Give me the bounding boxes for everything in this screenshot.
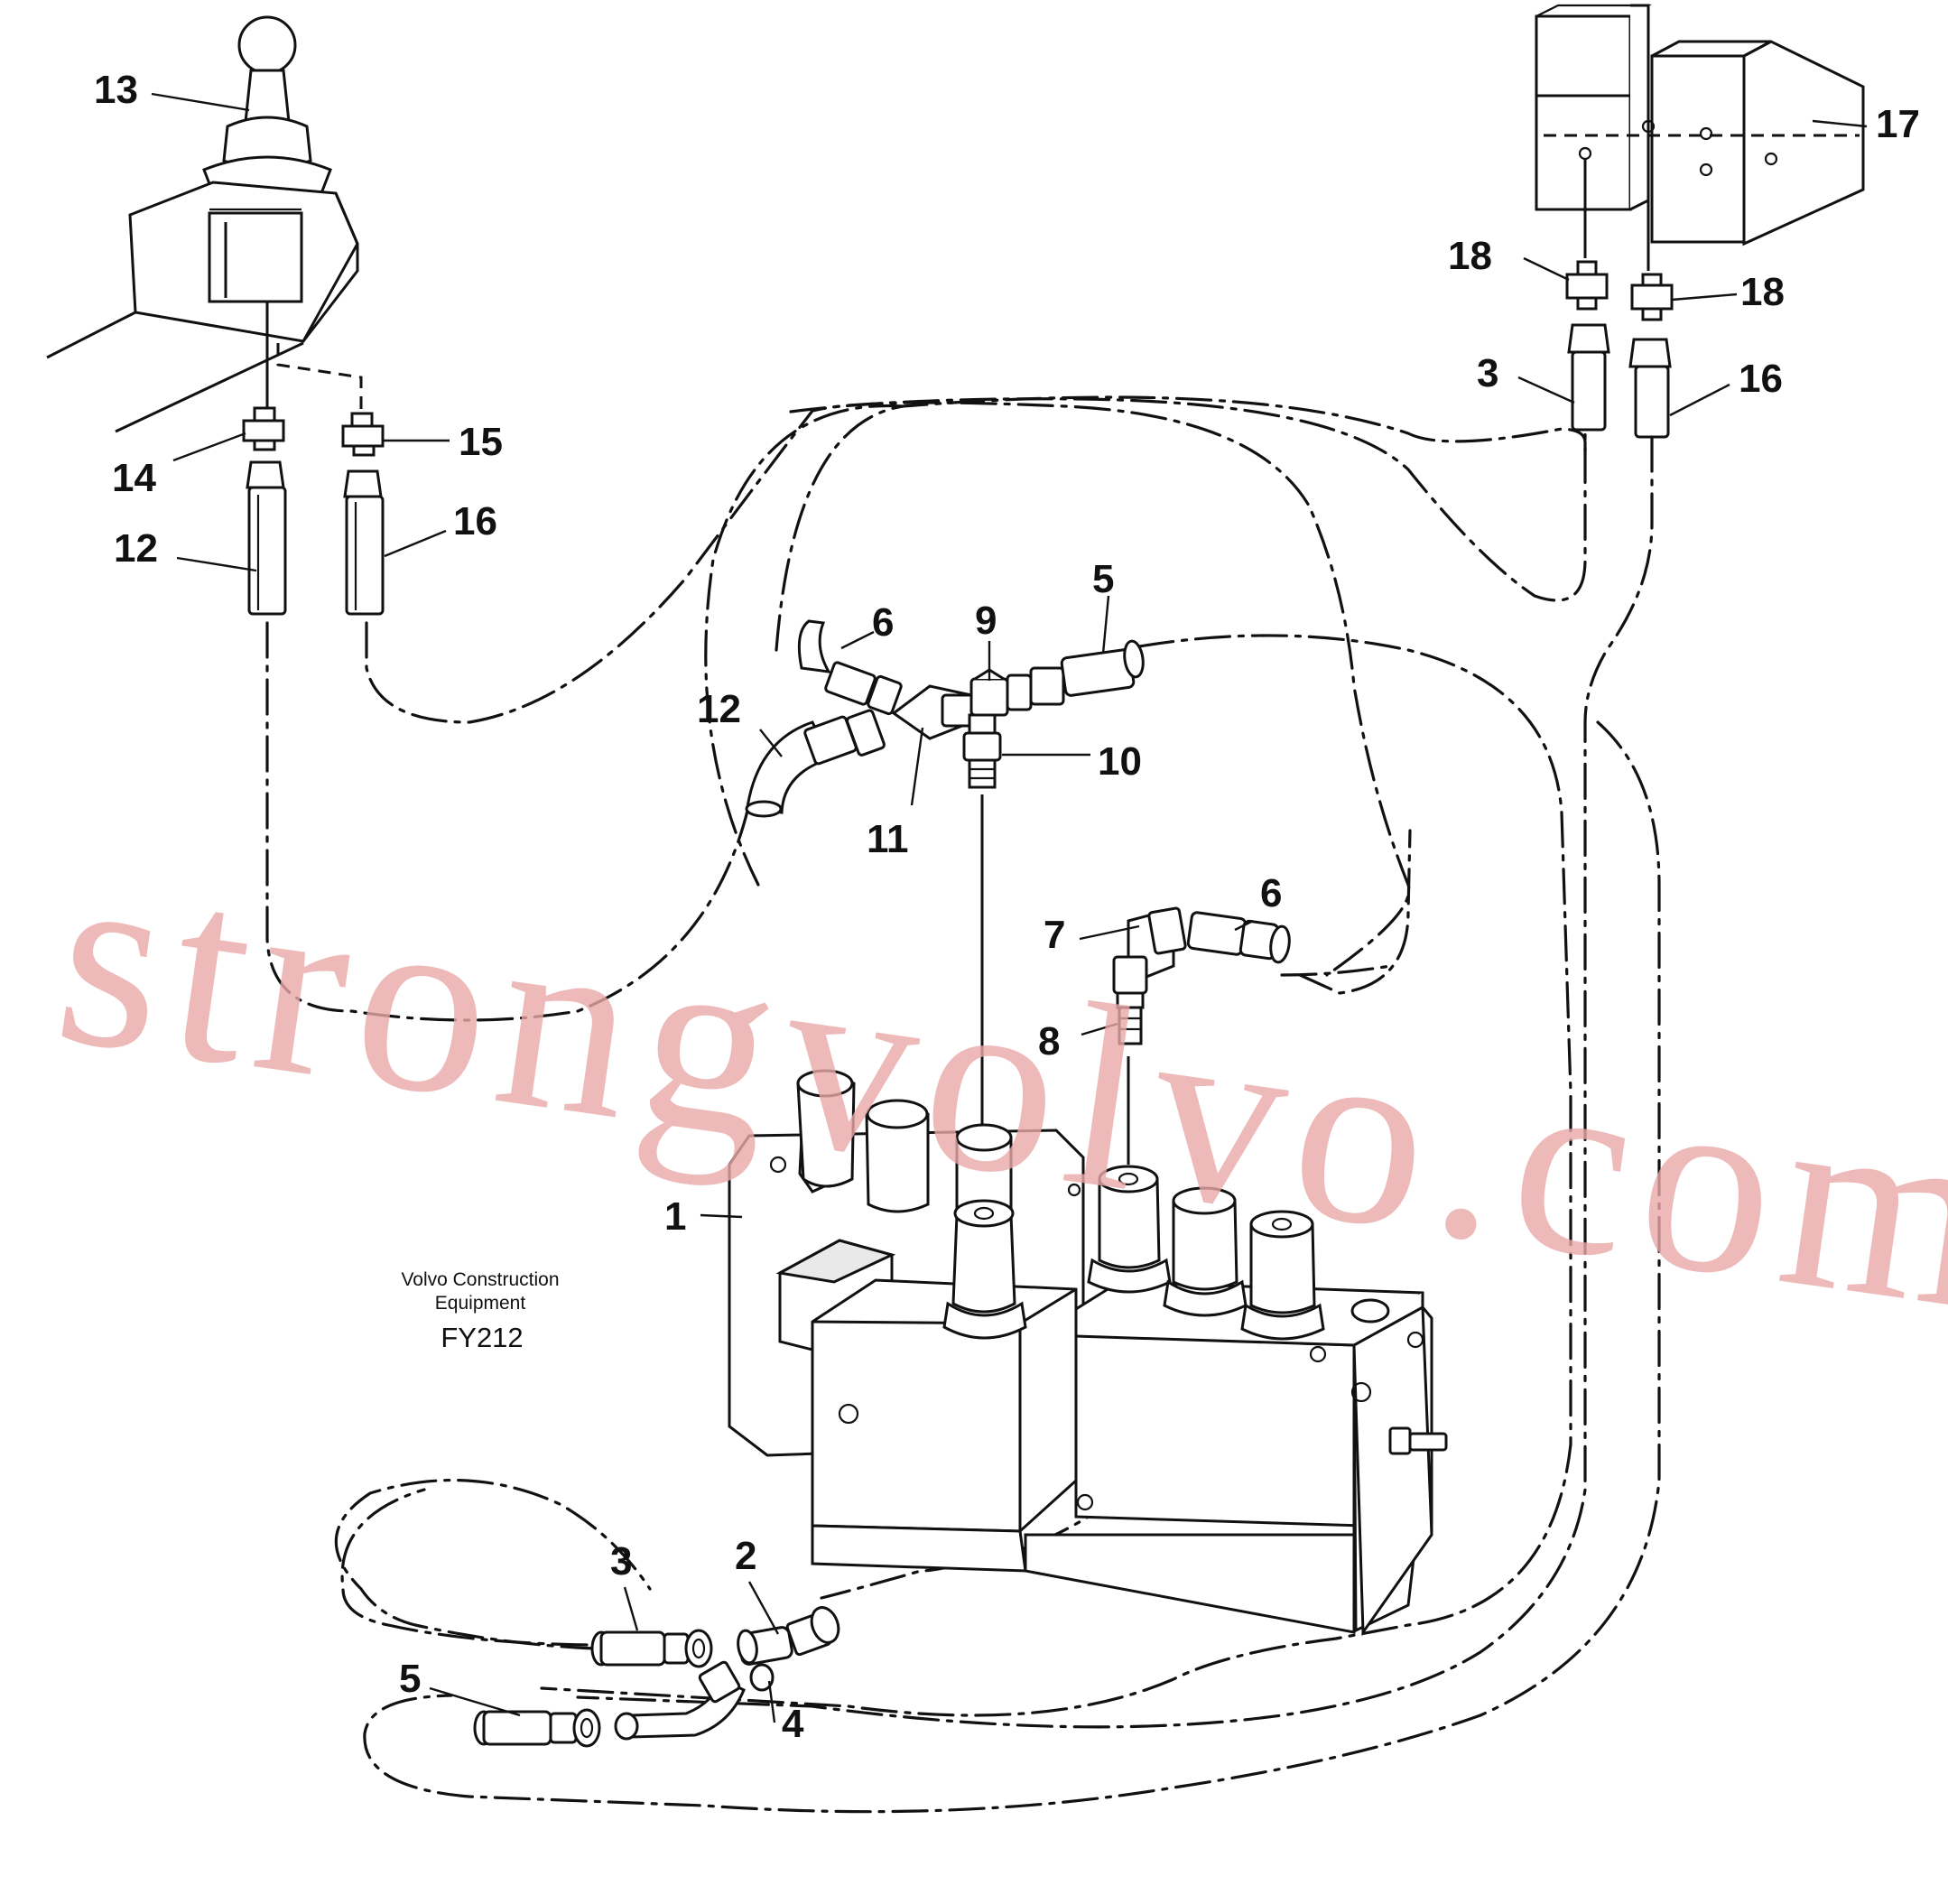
- callout-18-right: 18: [1740, 270, 1785, 314]
- fitting-18-right: [1630, 273, 1674, 321]
- callout-3-bottom: 3: [610, 1539, 632, 1584]
- callout-13: 13: [94, 68, 138, 112]
- callout-14: 14: [112, 456, 156, 500]
- callout-4: 4: [782, 1702, 804, 1746]
- callout-11: 11: [867, 817, 909, 861]
- hose-16-top: [1628, 338, 1672, 439]
- caption-line-1: Volvo Construction: [401, 1269, 559, 1290]
- callout-5-bottom: 5: [399, 1657, 421, 1701]
- elbow-7-fitting-8: [1112, 906, 1291, 1045]
- hose-16-left: [343, 469, 385, 616]
- callout-12: 12: [114, 526, 158, 571]
- fitting-18-left: [1565, 260, 1609, 311]
- callout-3-top: 3: [1477, 351, 1498, 395]
- callout-numbers: 13 14 15 16 12 17 18 18 3 16 5 6 9 12 10…: [94, 68, 1920, 1746]
- callout-8: 8: [1038, 1019, 1060, 1063]
- callout-17: 17: [1876, 102, 1920, 146]
- callout-7: 7: [1044, 913, 1065, 957]
- manufacturer-caption: Volvo Construction Equipment FY212: [401, 1269, 559, 1353]
- callout-10: 10: [1098, 739, 1142, 784]
- callout-15: 15: [459, 420, 503, 464]
- callout-6-top: 6: [872, 600, 894, 645]
- hose-12-left: [246, 460, 287, 616]
- callout-2: 2: [735, 1534, 756, 1578]
- callout-9: 9: [975, 599, 997, 643]
- joystick-control-lever: [46, 15, 363, 433]
- callout-5-top: 5: [1092, 557, 1114, 601]
- callout-16-top: 16: [1739, 357, 1783, 401]
- fitting-14: [242, 406, 285, 451]
- center-tee-assembly: [745, 619, 1145, 818]
- callout-16: 16: [453, 499, 497, 543]
- callout-12-center: 12: [697, 687, 741, 731]
- callout-18-left: 18: [1448, 234, 1492, 278]
- diagram-code: FY212: [441, 1322, 523, 1353]
- pressure-switch-bracket: [1535, 4, 1865, 271]
- fitting-15: [341, 412, 385, 457]
- hose-3-top: [1567, 323, 1610, 432]
- lower-hose-fittings: [473, 1606, 840, 1748]
- callout-1: 1: [664, 1194, 686, 1239]
- hose-routing-lines: [265, 395, 1661, 1814]
- leader-lines: [151, 92, 1868, 1723]
- callout-6-right: 6: [1260, 871, 1282, 915]
- solenoid-valve-block: [728, 1069, 1448, 1637]
- caption-line-2: Equipment: [435, 1293, 526, 1314]
